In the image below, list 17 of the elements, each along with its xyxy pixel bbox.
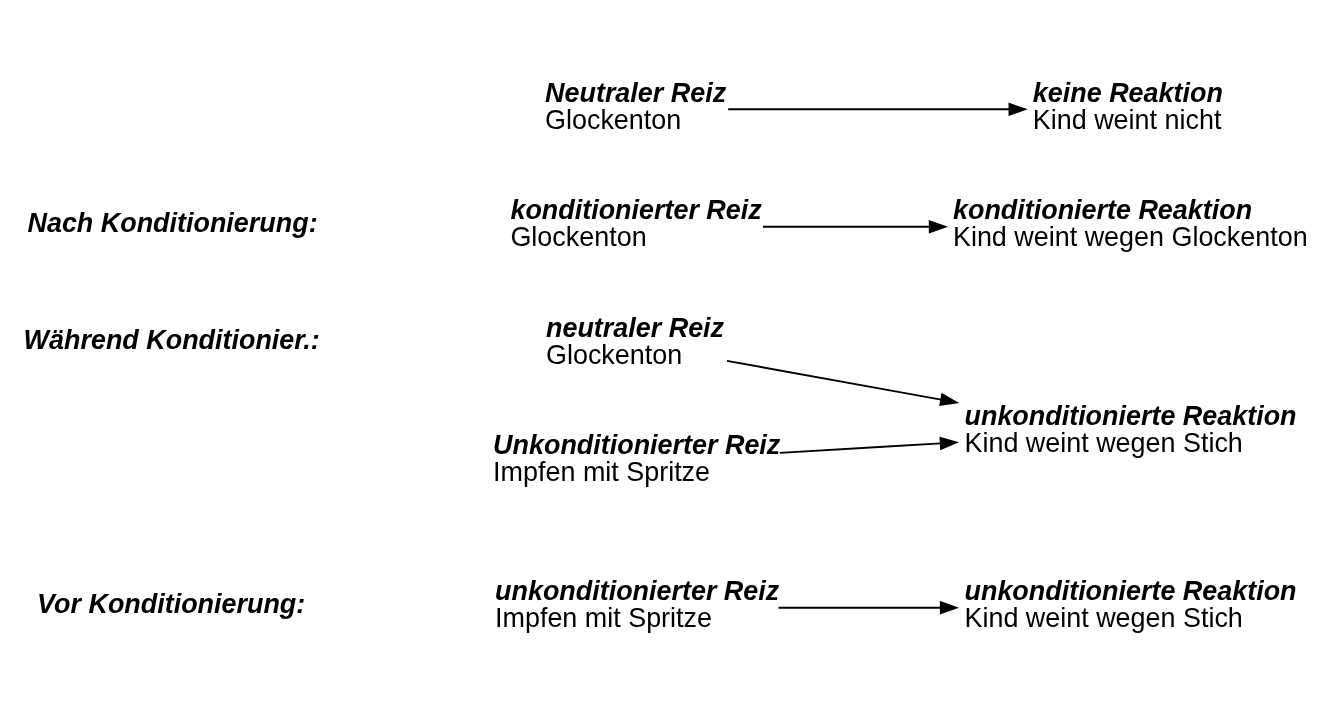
label: Nach Konditionierung: bbox=[27, 207, 318, 238]
arrow bbox=[777, 600, 960, 615]
node-text: neutraler Reiz Glockenton bbox=[546, 312, 725, 370]
arrow bbox=[778, 436, 960, 454]
node-text: keine Reaktion Kind weint nicht bbox=[1032, 78, 1223, 135]
node-text: unkonditionierte Reaktion Kind weint wegen Stich bbox=[964, 576, 1297, 634]
node-text: unkonditionierter Reiz Impfen mit Spritze bbox=[495, 576, 780, 634]
label: Während Konditionier.: bbox=[23, 325, 320, 356]
node-text: konditionierter Reiz Glockenton bbox=[510, 195, 762, 253]
label: Vor Konditionierung: bbox=[37, 588, 306, 619]
node-text: Unkonditionierter Reiz Impfen mit Spritze bbox=[493, 430, 781, 488]
node-text: unkonditionierte Reaktion Kind weint wegen Stich bbox=[964, 401, 1297, 459]
node-text: Neutraler Reiz Glockenton bbox=[545, 78, 727, 135]
node-text: konditionierte Reaktion Kind weint wegen Glockenton bbox=[952, 195, 1308, 253]
arrow bbox=[727, 102, 1028, 117]
arrow bbox=[726, 359, 960, 407]
arrow bbox=[762, 219, 949, 234]
